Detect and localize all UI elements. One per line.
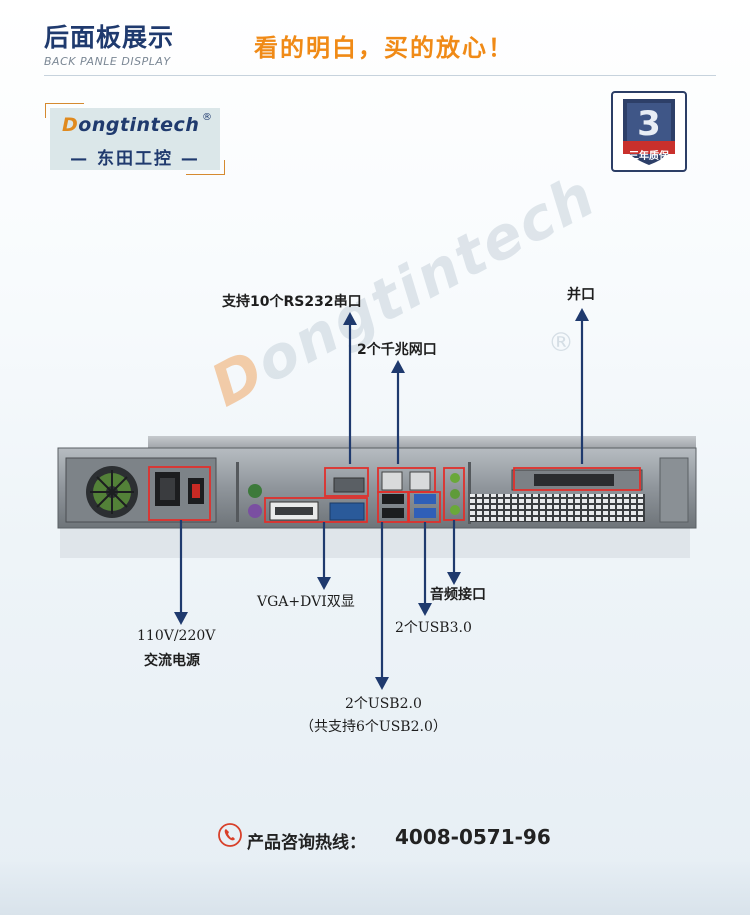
vga-port [329,502,365,521]
registered-mark: ® [202,112,212,123]
label-audio: 音频接口 [430,587,486,603]
watermark-registered-mark: ® [548,328,574,358]
brand-logo: Dongtintech ® — 东田工控 — [45,103,225,175]
usb3-port [414,508,436,518]
label-usb2: 2个USB2.0 [345,696,422,712]
label-usb3: 2个USB3.0 [395,620,472,636]
header-divider [44,75,716,76]
badge-text: 三年质保 [629,151,669,162]
usb2-port [382,508,404,518]
com-port [333,477,365,493]
label-parallel: 并口 [567,287,595,303]
badge-number: 3 [637,104,661,144]
page-title: 后面板展示 [44,23,175,52]
usb3-port [414,494,436,504]
contact-label: 产品咨询热线： [247,833,366,853]
parallel-port [534,474,614,486]
label-rs232: 支持10个RS232串口 [222,294,362,310]
ps2-port [248,504,262,518]
callout-arrows [174,308,589,690]
label-usb2-total: （共支持6个USB2.0） [300,719,447,735]
ps2-port [248,484,262,498]
contact-number: 4008-0571-96 [395,825,551,849]
logo-wordmark: Dongtintech [62,114,200,136]
logo-frame-corner [186,160,225,175]
label-vga-dvi: VGA+DVI双显 [257,594,355,610]
vent-grille [470,494,645,522]
shield-icon: 3 [623,99,675,165]
contact-hotline: 产品咨询热线： 4008-0571-96 [217,822,551,853]
label-lan: 2个千兆网口 [357,342,437,358]
lan-port [409,471,431,491]
label-power-voltage: 110V/220V [137,628,216,644]
audio-jack [450,473,460,483]
audio-jack [450,505,460,515]
audio-jack [450,489,460,499]
slogan: 看的明白，买的放心！ [254,34,514,62]
warranty-badge: 3 三年质保 [611,91,687,172]
usb2-port [382,494,404,504]
logo-frame-corner [45,103,84,118]
chassis-top [148,436,696,450]
footer-band [0,862,750,915]
logo-chinese-name: — 东田工控 — [70,149,200,169]
phone-icon [218,823,242,847]
label-power: 交流电源 [144,653,200,669]
lan-port [381,471,403,491]
page-subtitle: BACK PANLE DISPLAY [44,55,171,68]
